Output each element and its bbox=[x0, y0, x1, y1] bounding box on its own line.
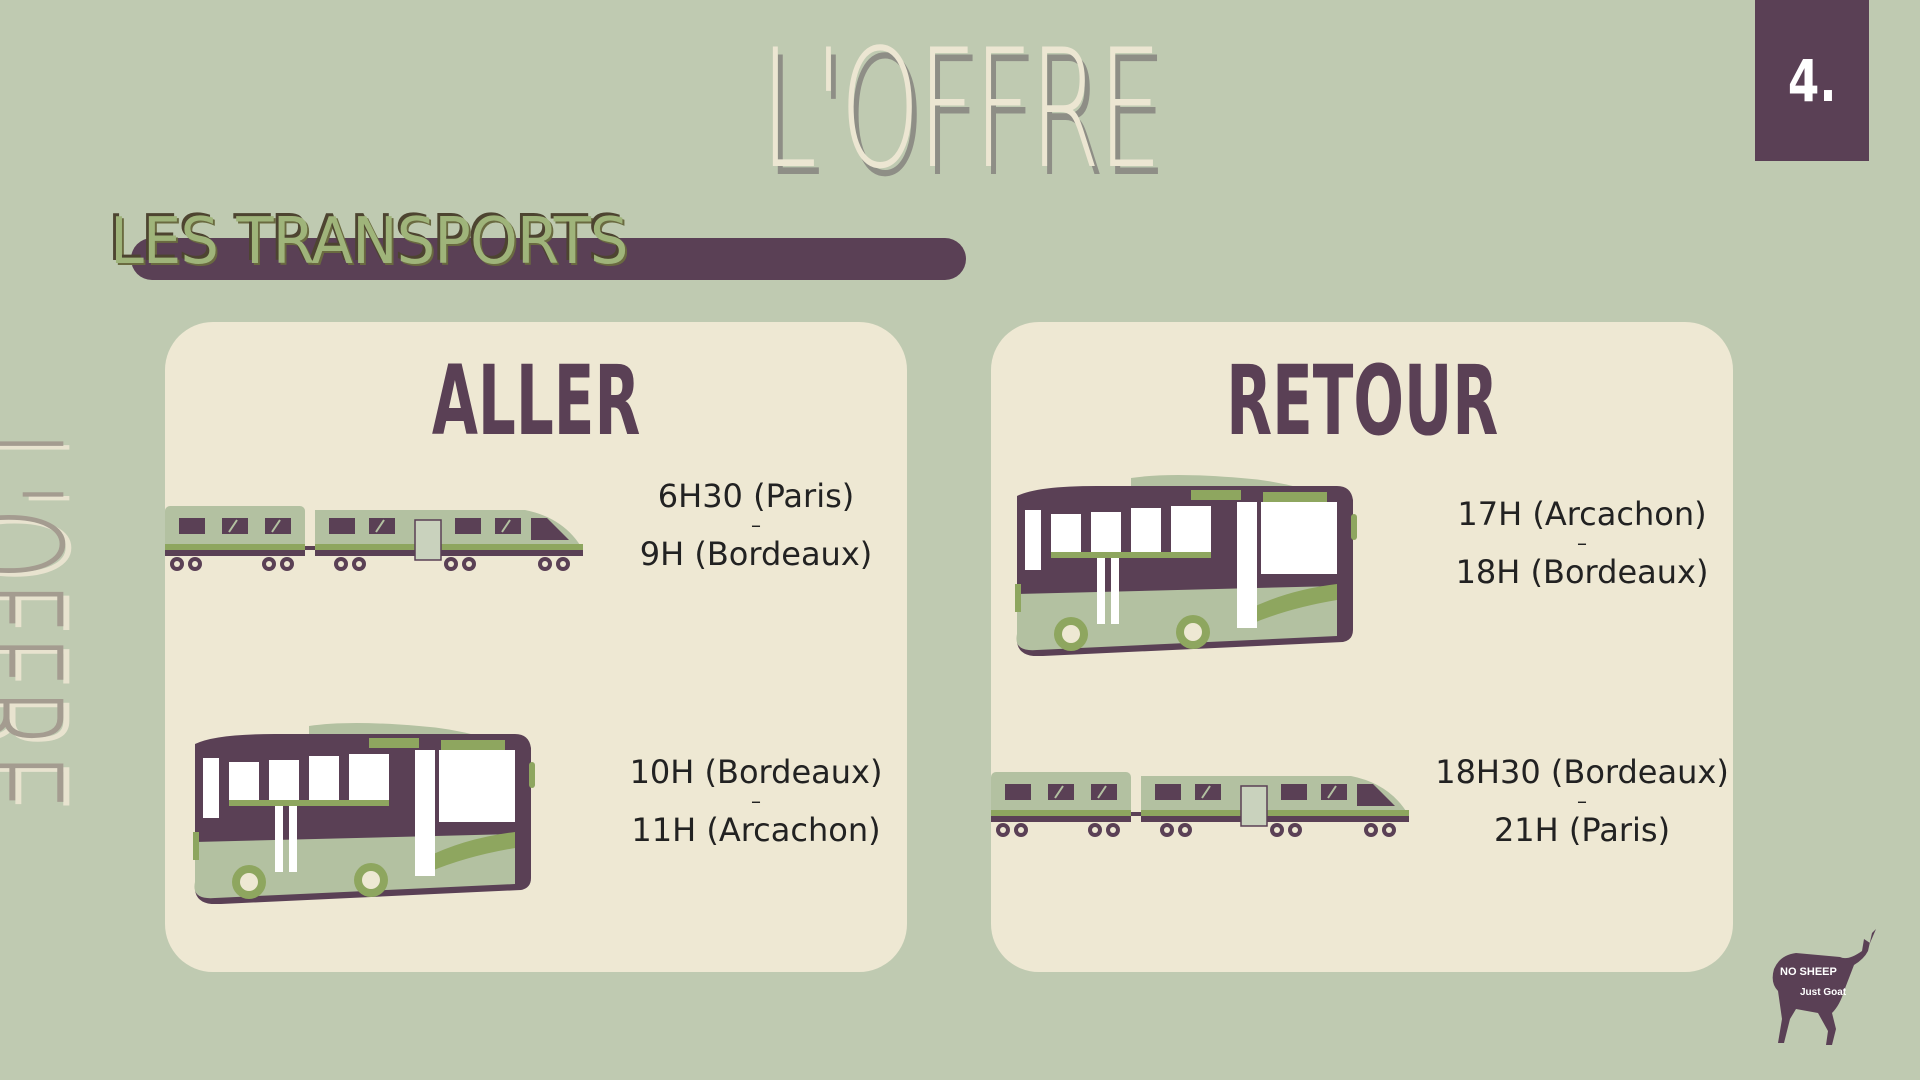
vertical-title-decoration: L'OFFRE bbox=[0, 430, 80, 1050]
schedule-separator: – bbox=[751, 513, 761, 537]
vertical-title-text: L'OFFRE bbox=[0, 430, 80, 811]
schedule-separator: – bbox=[751, 789, 761, 813]
schedule-depart: 18H30 (Bordeaux) bbox=[1435, 753, 1729, 791]
page-number: 4. bbox=[1787, 46, 1837, 115]
schedule-separator: – bbox=[1577, 789, 1587, 813]
schedule-separator: – bbox=[1577, 531, 1587, 555]
page-title: L'OFFRE bbox=[760, 14, 1162, 205]
schedule-depart: 10H (Bordeaux) bbox=[629, 753, 883, 791]
schedule-retour-train: 18H30 (Bordeaux) – 21H (Paris) bbox=[1431, 756, 1733, 846]
card-title-retour: RETOUR bbox=[991, 344, 1733, 459]
page-number-badge: 4. bbox=[1755, 0, 1869, 161]
train-icon bbox=[991, 771, 1410, 838]
aller-card: ALLER 6H30 (Paris) – 9H (Bordeaux) 10H (… bbox=[165, 322, 907, 972]
schedule-aller-bus: 10H (Bordeaux) – 11H (Arcachon) bbox=[605, 756, 907, 846]
card-title-retour-text: RETOUR bbox=[1226, 345, 1498, 457]
schedule-arrive: 9H (Bordeaux) bbox=[639, 535, 873, 573]
logo-line-1: NO SHEEP bbox=[1780, 966, 1837, 978]
schedule-arrive: 11H (Arcachon) bbox=[631, 811, 881, 849]
schedule-arrive: 21H (Paris) bbox=[1493, 811, 1671, 849]
card-title-aller-text: ALLER bbox=[431, 345, 641, 457]
logo-line-2: Just Goat bbox=[1800, 987, 1847, 998]
bus-icon bbox=[1015, 475, 1357, 656]
retour-card: RETOUR 17H (Arcachon) – 18H (Bordeaux) 1… bbox=[991, 322, 1733, 972]
schedule-depart: 17H (Arcachon) bbox=[1457, 495, 1707, 533]
section-title: LES TRANSPORTS bbox=[110, 205, 629, 279]
schedule-depart: 6H30 (Paris) bbox=[657, 477, 855, 515]
section-underline-bar bbox=[131, 238, 966, 280]
bus-icon bbox=[193, 723, 535, 904]
card-title-aller: ALLER bbox=[165, 344, 907, 459]
schedule-aller-train: 6H30 (Paris) – 9H (Bordeaux) bbox=[605, 480, 907, 570]
schedule-retour-bus: 17H (Arcachon) – 18H (Bordeaux) bbox=[1431, 498, 1733, 588]
train-icon bbox=[165, 505, 584, 572]
goat-logo-icon: NO SHEEP Just Goat bbox=[1772, 929, 1876, 1045]
schedule-arrive: 18H (Bordeaux) bbox=[1455, 553, 1709, 591]
